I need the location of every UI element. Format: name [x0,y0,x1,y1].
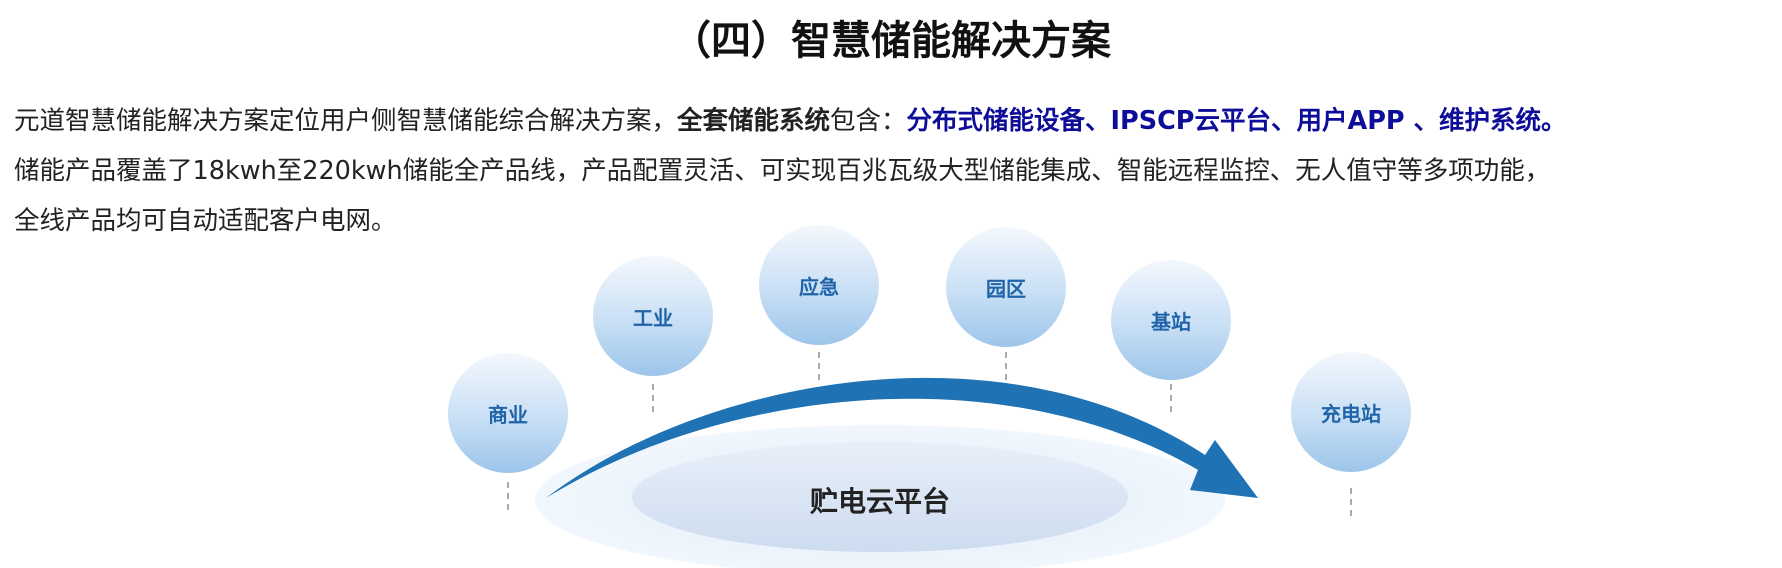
dashed-line [652,384,654,412]
bold-text: 全套储能系统 [677,106,831,136]
dashed-line [1350,488,1352,516]
dashed-line [818,352,820,380]
dashed-line [507,482,509,510]
paragraph-line-1: 元道智慧储能解决方案定位用户侧智慧储能综合解决方案，全套储能系统包含：分布式储能… [14,96,1782,146]
dashed-line [1170,384,1172,412]
text: 包含： [830,106,907,136]
highlight-text: 分布式储能设备、IPSCP云平台、用户APP 、维护系统。 [906,106,1567,136]
node-charging-station: 充电站 [1291,352,1411,472]
paragraph-line-2: 储能产品覆盖了18kwh至220kwh储能全产品线，产品配置灵活、可实现百兆瓦级… [14,156,1551,186]
text: 元道智慧储能解决方案定位用户侧智慧储能综合解决方案， [14,106,678,136]
paragraph-line-3: 全线产品均可自动适配客户电网。 [14,206,397,236]
node-commercial: 商业 [448,353,568,473]
node-industrial: 工业 [593,256,713,376]
intro-paragraph: 元道智慧储能解决方案定位用户侧智慧储能综合解决方案，全套储能系统包含：分布式储能… [14,96,1782,246]
node-emergency: 应急 [759,225,879,345]
node-park: 园区 [946,227,1066,347]
platform-inner-ellipse [632,442,1128,552]
node-base-station: 基站 [1111,260,1231,380]
section-title: （四）智慧储能解决方案 [671,18,1111,64]
arc-arrow-icon [546,377,1258,498]
platform-label: 贮电云平台 [809,485,950,518]
dashed-line [1005,352,1007,380]
